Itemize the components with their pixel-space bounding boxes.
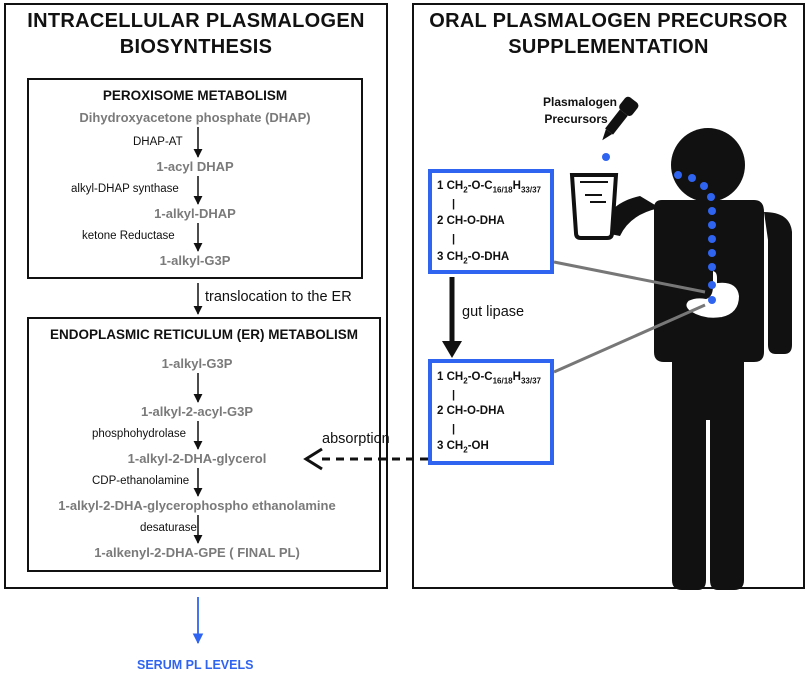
product-bond-1: | (452, 389, 456, 401)
absorption-label: absorption (322, 431, 390, 447)
person-silhouette (600, 128, 792, 590)
supplementation-panel (412, 3, 805, 589)
person-right-arm (764, 212, 792, 354)
product-bond-2: | (452, 423, 456, 435)
metabolite-er-1-alkyl-g3p: 1-alkyl-G3P (161, 356, 233, 371)
precursor-bond-2: | (452, 233, 456, 245)
person-body (654, 200, 764, 590)
serum-pl-levels-label: SERUM PL LEVELS (137, 658, 254, 672)
metabolite-dhap: Dihydroxyacetone phosphate (DHAP) (79, 110, 311, 125)
metabolite-1-alkyl-2-dha-glycerol: 1-alkyl-2-DHA-glycerol (127, 451, 267, 466)
gut-lipase-arrowhead (442, 341, 462, 358)
person-head (671, 128, 745, 202)
dropper-label: Plasmalogen Precursors (542, 95, 618, 126)
metabolite-1-alkyl-g3p: 1-alkyl-G3P (159, 253, 231, 268)
precursor-to-stomach-line (553, 260, 706, 294)
stomach-to-product-line (553, 303, 706, 374)
er-title: ENDOPLASMIC RETICULUM (ER) METABOLISM (50, 327, 358, 342)
product-row-1: 1 CH2-O-C16/18H33/37 (437, 371, 541, 386)
absorption-arrowhead (303, 447, 323, 471)
precursor-row-2: 2 CH-O-DHA (437, 215, 505, 227)
product-row-2: 2 CH-O-DHA (437, 405, 505, 417)
metabolite-1-acyl-dhap: 1-acyl DHAP (156, 159, 234, 174)
precursor-row-3: 3 CH2-O-DHA (437, 251, 510, 266)
supplementation-title: ORAL PLASMALOGEN PRECURSOR SUPPLEMENTATI… (429, 10, 788, 58)
drop-icon (602, 153, 610, 161)
enzyme-desaturase: desaturase (140, 522, 197, 534)
product-row-3: 3 CH2-OH (437, 440, 489, 455)
peroxisome-box (27, 78, 363, 279)
metabolite-1-alkyl-2-acyl-g3p: 1-alkyl-2-acyl-G3P (140, 404, 253, 419)
er-box (27, 317, 381, 572)
precursor-structure-box (428, 169, 554, 274)
enzyme-phosphohydrolase: phosphohydrolase (92, 428, 186, 440)
digestion-dots (674, 171, 716, 304)
enzyme-dhap-at: DHAP-AT (133, 136, 183, 148)
enzyme-alkyl-dhap-synthase: alkyl-DHAP synthase (71, 183, 179, 195)
person-left-arm (600, 196, 660, 236)
biosynthesis-panel (4, 3, 388, 589)
enzyme-ketone-reductase: ketone Reductase (82, 230, 175, 242)
gut-lipase-label: gut lipase (462, 304, 525, 320)
translocation-label: translocation to the ER (205, 289, 352, 305)
precursor-row-1: 1 CH2-O-C16/18H33/37 (437, 180, 541, 195)
dropper-icon (602, 96, 639, 141)
precursor-bond-1: | (452, 198, 456, 210)
peroxisome-title: PEROXISOME METABOLISM (102, 88, 288, 103)
metabolite-1-alkyl-dhap: 1-alkyl-DHAP (154, 206, 236, 221)
product-structure-box (428, 359, 554, 465)
metabolite-final-pl: 1-alkenyl-2-DHA-GPE ( FINAL PL) (94, 545, 300, 560)
metabolite-glycerophospho-ethanolamine: 1-alkyl-2-DHA-glycerophospho ethanolamin… (58, 498, 336, 513)
glass-icon (569, 173, 619, 240)
biosynthesis-title: INTRACELLULAR PLASMALOGEN BIOSYNTHESIS (27, 10, 365, 58)
enzyme-cdp-ethanolamine: CDP-ethanolamine (92, 475, 190, 487)
